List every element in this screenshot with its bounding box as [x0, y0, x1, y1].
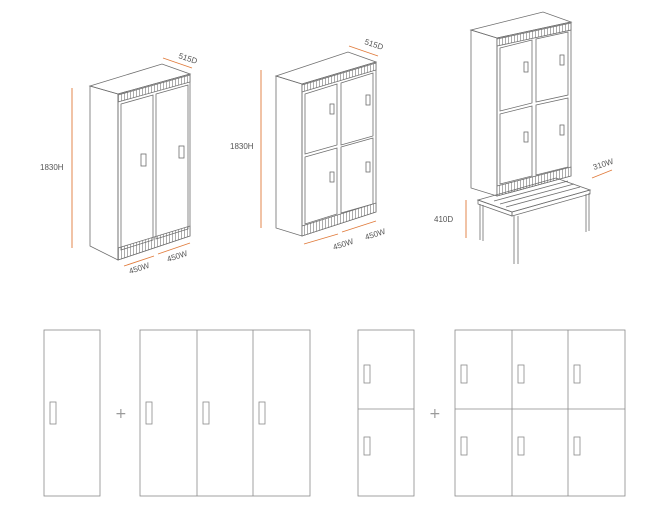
- handle-icon: [517, 436, 525, 456]
- module-group-left: [43, 329, 311, 497]
- cabinet-two-door: [88, 63, 192, 261]
- plus-icon: +: [429, 406, 441, 422]
- dim-width-line-right: [157, 242, 191, 255]
- plinth: [301, 202, 377, 237]
- handle-icon: [460, 364, 468, 384]
- dim-bench-width-line: [591, 169, 613, 179]
- plus-icon: +: [115, 406, 127, 422]
- handle-icon: [573, 364, 581, 384]
- dim-width-line-right: [341, 220, 377, 233]
- dim-width-line-left: [123, 255, 155, 267]
- width-label-right: 450W: [364, 227, 387, 242]
- lock-icon: [365, 94, 371, 106]
- dimensions-four-door: [260, 45, 379, 245]
- lock-icon: [365, 161, 371, 173]
- bench-height-label: 410D: [434, 215, 453, 224]
- handle-icon: [460, 436, 468, 456]
- dimensions-bench: [465, 169, 613, 238]
- door-bottom-right: [340, 137, 374, 214]
- lock-icon: [140, 153, 147, 167]
- handle-icon: [517, 364, 525, 384]
- extension-locker-module: [454, 329, 626, 497]
- lock-icon: [523, 61, 529, 73]
- depth-label: 515D: [363, 37, 384, 52]
- lock-icon: [559, 54, 565, 66]
- door-top-right: [340, 72, 374, 146]
- single-locker-module: [43, 329, 101, 497]
- bench-width-label: 310W: [592, 157, 615, 172]
- module-group-right: [357, 329, 626, 497]
- door-top-left: [499, 39, 533, 112]
- vent-strip: [301, 62, 377, 93]
- extension-locker-module: [139, 329, 311, 497]
- vent-strip: [496, 22, 572, 47]
- width-label-right: 450W: [166, 249, 189, 264]
- lock-icon: [329, 171, 335, 183]
- lock-icon: [523, 131, 529, 143]
- handle-icon: [573, 436, 581, 456]
- cabinet-side: [275, 75, 303, 237]
- lock-icon: [329, 103, 335, 115]
- dim-depth-line: [348, 45, 379, 57]
- dim-width-line-left: [303, 233, 339, 245]
- cabinet-side: [89, 85, 119, 261]
- handle-icon: [202, 401, 210, 425]
- handle-icon: [363, 436, 371, 456]
- lock-icon: [178, 145, 185, 159]
- height-label: 1830H: [230, 142, 254, 151]
- handle-icon: [49, 401, 57, 425]
- handle-icon: [363, 364, 371, 384]
- door-bottom-left: [499, 105, 533, 185]
- dim-depth-line: [162, 57, 193, 69]
- single-locker-module: [357, 329, 415, 497]
- door-top-right: [535, 31, 569, 103]
- cabinet-side: [470, 29, 498, 197]
- height-label: 1830H: [40, 163, 64, 172]
- width-label-left: 450W: [128, 261, 151, 276]
- plinth: [496, 166, 572, 197]
- door-right: [155, 84, 189, 240]
- handle-icon: [258, 401, 266, 425]
- door-bottom-right: [535, 97, 569, 176]
- dimensions-two-door: [71, 57, 193, 267]
- door-left: [120, 94, 154, 251]
- bench-seat-front: [511, 189, 591, 217]
- door-bottom-left: [304, 147, 338, 225]
- handle-icon: [145, 401, 153, 425]
- cabinet-four-door: [274, 51, 378, 237]
- lock-icon: [559, 124, 565, 136]
- plinth: [117, 225, 191, 261]
- door-top-left: [304, 83, 338, 155]
- cabinet-with-bench: [469, 11, 592, 264]
- width-label-left: 450W: [332, 237, 355, 252]
- vent-strip: [117, 74, 191, 103]
